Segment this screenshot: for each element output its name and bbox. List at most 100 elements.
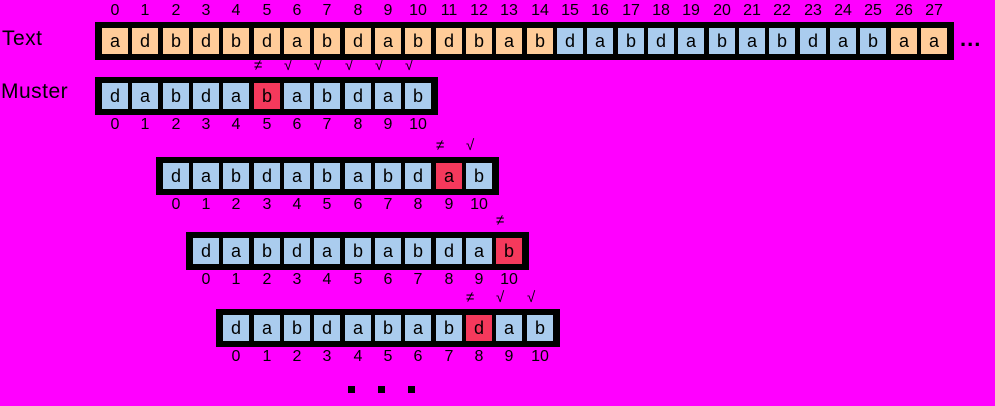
mismatch-mark: ≠	[436, 137, 445, 154]
match-mark: √	[345, 57, 354, 74]
pattern-index-label: 3	[322, 348, 332, 365]
pattern-index-label: 9	[474, 271, 484, 288]
pattern-index-label: 5	[353, 271, 363, 288]
pattern-index-label: 4	[231, 116, 241, 133]
text-cell: a	[921, 28, 947, 54]
text-cell-matched: d	[800, 28, 826, 54]
pattern-index-label: 0	[110, 116, 120, 133]
bottom-ellipsis-dot	[378, 386, 385, 393]
text-cell: a	[284, 28, 310, 54]
pattern-index-label: 3	[292, 271, 302, 288]
pattern-cell: d	[405, 163, 431, 189]
text-index-label: 7	[322, 2, 332, 19]
pattern-index-label: 7	[413, 271, 423, 288]
text-index-label: 27	[925, 2, 943, 19]
pattern-index-label: 9	[504, 348, 514, 365]
pattern-cell: d	[163, 163, 189, 189]
text-index-label: 23	[804, 2, 822, 19]
text-cell: d	[436, 28, 462, 54]
text-index-label: 9	[383, 2, 393, 19]
text-index-label: 3	[201, 2, 211, 19]
pattern-cell: a	[345, 163, 371, 189]
pattern-cell: a	[405, 315, 431, 341]
pattern-cell: a	[375, 238, 401, 264]
pattern-index-label: 0	[201, 271, 211, 288]
text-cell-matched: b	[769, 28, 795, 54]
bottom-ellipsis-dot	[348, 386, 355, 393]
text-continuation-ellipsis: ...	[960, 26, 982, 51]
mismatch-mark: ≠	[496, 212, 505, 229]
text-index-label: 15	[561, 2, 579, 19]
pattern-cell: a	[223, 83, 249, 109]
pattern-cell: a	[496, 315, 522, 341]
text-cell: a	[496, 28, 522, 54]
pattern-cell-mismatch: b	[254, 83, 280, 109]
pattern-cell-mismatch: d	[466, 315, 492, 341]
text-cell-matched: a	[739, 28, 765, 54]
text-cell-matched: b	[860, 28, 886, 54]
text-index-label: 0	[110, 2, 120, 19]
pattern-cell: d	[314, 315, 340, 341]
text-index-label: 26	[895, 2, 913, 19]
pattern-cell: a	[132, 83, 158, 109]
pattern-cell: b	[163, 83, 189, 109]
text-index-label: 21	[743, 2, 761, 19]
pattern-index-label: 9	[444, 196, 454, 213]
text-index-label: 2	[171, 2, 181, 19]
text-index-label: 24	[834, 2, 852, 19]
text-index-label: 25	[864, 2, 882, 19]
pattern-cell: b	[405, 238, 431, 264]
pattern-cell: b	[284, 315, 310, 341]
text-index-label: 1	[140, 2, 150, 19]
pattern-cell: a	[284, 83, 310, 109]
text-cell-matched: a	[678, 28, 704, 54]
pattern-cell: a	[193, 163, 219, 189]
pattern-index-label: 6	[413, 348, 423, 365]
pattern-index-label: 3	[262, 196, 272, 213]
pattern-index-label: 10	[470, 196, 488, 213]
text-cell: d	[132, 28, 158, 54]
pattern-index-label: 6	[353, 196, 363, 213]
text-index-label: 18	[652, 2, 670, 19]
text-index-label: 17	[622, 2, 640, 19]
match-mark: √	[284, 57, 293, 74]
pattern-index-label: 7	[383, 196, 393, 213]
text-index-label: 19	[682, 2, 700, 19]
text-cell: a	[375, 28, 401, 54]
text-row-label: Text	[2, 27, 43, 50]
pattern-cell: b	[405, 83, 431, 109]
text-cell-matched: d	[648, 28, 674, 54]
text-cell: b	[466, 28, 492, 54]
text-cell: b	[223, 28, 249, 54]
pattern-index-label: 6	[292, 116, 302, 133]
pattern-cell: d	[436, 238, 462, 264]
bottom-ellipsis-dot	[408, 386, 415, 393]
match-mark: √	[527, 289, 536, 306]
mismatch-mark: ≠	[254, 57, 263, 74]
pattern-cell: a	[223, 238, 249, 264]
text-cell: b	[405, 28, 431, 54]
pattern-index-label: 4	[292, 196, 302, 213]
pattern-cell: a	[345, 315, 371, 341]
pattern-index-label: 1	[140, 116, 150, 133]
text-index-label: 22	[773, 2, 791, 19]
pattern-index-label: 2	[231, 196, 241, 213]
text-cell: a	[102, 28, 128, 54]
text-cell: b	[527, 28, 553, 54]
pattern-cell: b	[345, 238, 371, 264]
pattern-index-label: 7	[322, 116, 332, 133]
pattern-index-label: 5	[383, 348, 393, 365]
pattern-index-label: 2	[262, 271, 272, 288]
pattern-index-label: 2	[171, 116, 181, 133]
text-index-label: 10	[409, 2, 427, 19]
pattern-cell: b	[527, 315, 553, 341]
text-cell: d	[345, 28, 371, 54]
text-cell: d	[254, 28, 280, 54]
match-mark: √	[405, 57, 414, 74]
pattern-index-label: 2	[292, 348, 302, 365]
text-index-label: 8	[353, 2, 363, 19]
text-cell: a	[891, 28, 917, 54]
pattern-cell: b	[223, 163, 249, 189]
pattern-cell: b	[254, 238, 280, 264]
